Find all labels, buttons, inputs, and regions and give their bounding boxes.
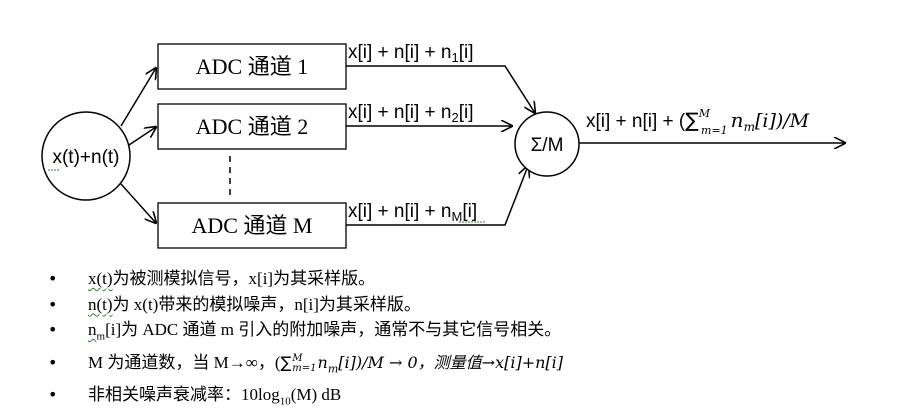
arrow-to-channel-1 <box>120 68 156 127</box>
channel-m-output-label: x[i] + n[i] + nM[i] <box>348 201 477 224</box>
input-label: x(t)+n(t) <box>52 147 119 168</box>
input-node: x(t)+n(t) <box>41 111 131 201</box>
note-averaging: M 为通道数，当 M→∞，(∑Mm=1nm[i])/M → 0，测量值→x[i]… <box>48 350 563 382</box>
block-diagram: x(t)+n(t) ADC 通道 1 ADC 通道 2 ADC 通道 M x[i… <box>41 42 907 249</box>
adc-channel-1: ADC 通道 1 <box>157 43 347 90</box>
channel-m-output-line <box>346 166 528 226</box>
arrow-to-channel-m <box>120 183 156 223</box>
notes-list: x(t)为被测模拟信号，x[i]为其采样版。 n(t)为 x(t)带来的模拟噪声… <box>48 266 563 415</box>
arrow-to-channel-2 <box>128 127 156 146</box>
summer-label: Σ/M <box>531 135 564 156</box>
adc-channel-m-label: ADC 通道 M <box>191 213 312 238</box>
summer-node: Σ/M <box>514 111 580 177</box>
channel-2-output-label: x[i] + n[i] + n2[i] <box>348 102 474 125</box>
adc-channel-m: ADC 通道 M <box>157 202 347 249</box>
channel-1-output-label: x[i] + n[i] + n1[i] <box>348 42 474 65</box>
sum-symbol: ∑ <box>685 108 699 132</box>
adc-channel-2: ADC 通道 2 <box>157 103 347 150</box>
adc-channel-2-label: ADC 通道 2 <box>196 114 308 139</box>
adc-channel-1-label: ADC 通道 1 <box>196 54 308 79</box>
sum-symbol: ∑ <box>280 352 292 372</box>
note-input-signal: x(t)为被测模拟信号，x[i]为其采样版。 <box>48 266 563 292</box>
note-attenuation: 非相关噪声衰减率：10log10(M) dB <box>48 382 563 415</box>
channel-1-output-line <box>346 65 535 113</box>
note-analog-noise: n(t)为 x(t)带来的模拟噪声，n[i]为其采样版。 <box>48 292 563 318</box>
note-channel-noise: nm[i]为 ADC 通道 m 引入的附加噪声，通常不与其它信号相关。 <box>48 317 563 350</box>
